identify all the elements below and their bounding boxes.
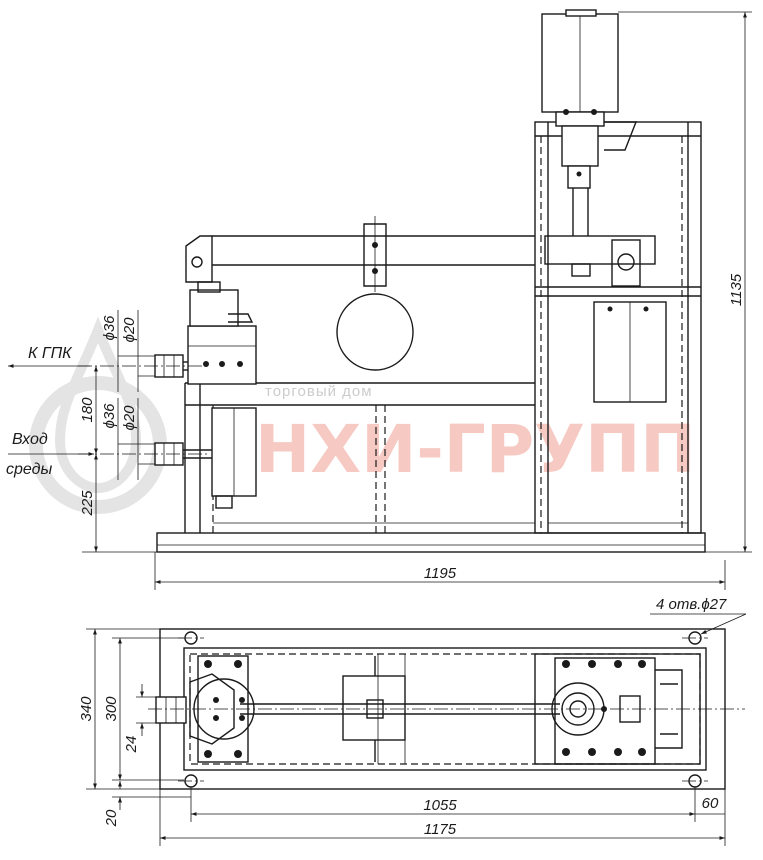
dim-front-width: 1195 — [424, 565, 457, 582]
weight-ball — [336, 293, 414, 371]
label-inlet-line2: среды — [6, 461, 52, 478]
plan-port-fitting — [155, 696, 187, 724]
label-to-gpk: К ГПК — [28, 345, 73, 362]
dim-plan-depth: 340 — [78, 696, 95, 722]
label-holes: 4 отв.ϕ27 — [656, 596, 727, 613]
watermark: НХИ-ГРУПП торговый дом — [29, 316, 696, 514]
dim-plan-margin: 20 — [103, 809, 120, 827]
dim-inlet-height: 225 — [79, 490, 96, 517]
dim-lower-dia-outer: ϕ36 — [101, 403, 118, 429]
plan-tower-plate — [554, 657, 656, 765]
dim-upper-dia-outer: ϕ36 — [101, 315, 118, 341]
plan-dimensions: 340 300 24 20 1055 60 1175 4 о — [78, 596, 747, 846]
dim-plan-inner-depth: 300 — [103, 696, 120, 722]
dim-overall-height: 1135 — [728, 273, 745, 306]
label-inlet-line1: Вход — [12, 431, 48, 448]
dim-plan-offset: 24 — [123, 736, 140, 754]
watermark-site: торговый дом — [265, 383, 373, 400]
front-view — [154, 9, 706, 553]
dim-bolt-spacing: 1055 — [423, 797, 457, 814]
dim-bolt-edge: 60 — [702, 795, 719, 812]
base-plate — [156, 532, 706, 553]
dim-base-length: 1175 — [424, 821, 457, 838]
lever-pivot — [185, 235, 213, 283]
dim-lower-dia-inner: ϕ20 — [121, 405, 138, 431]
dim-port-spacing: 180 — [79, 397, 96, 423]
valve-block — [187, 325, 257, 385]
plan-view — [148, 628, 745, 790]
watermark-brand: НХИ-ГРУПП — [255, 411, 696, 488]
front-dimensions: 1135 1195 180 225 ϕ36 ϕ20 ϕ36 ϕ20 К ГПК — [6, 11, 752, 590]
dim-upper-dia-inner: ϕ20 — [121, 317, 138, 343]
